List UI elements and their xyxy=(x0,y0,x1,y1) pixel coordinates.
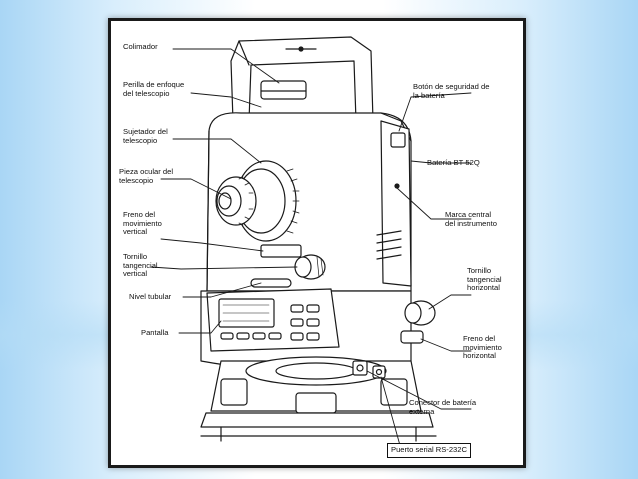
label-tornillo-horizontal: Tornillo tangencial horizontal xyxy=(467,266,502,293)
external-battery-connector-shape xyxy=(352,360,368,376)
horizontal-clamp-shape xyxy=(400,330,424,344)
label-bateria: Batería BT-52Q xyxy=(427,158,480,167)
label-puerto-serial: Puerto serial RS-232C xyxy=(387,443,471,458)
label-pantalla: Pantalla xyxy=(141,328,169,337)
keypad-shape xyxy=(220,304,320,341)
label-boton-seguridad: Botón de seguridad de la batería xyxy=(413,82,490,100)
label-marca-central: Marca central del instrumento xyxy=(445,210,497,228)
leader-lines xyxy=(150,48,472,450)
vertical-clamp-shape xyxy=(260,244,302,258)
label-pieza-ocular: Pieza ocular del telescopio xyxy=(119,167,174,185)
label-tornillo-vertical: Tornillo tangencial vertical xyxy=(123,252,158,279)
battery-shape xyxy=(380,120,412,287)
label-nivel-tubular: Nivel tubular xyxy=(129,292,172,301)
label-freno-vertical: Freno del movimiento vertical xyxy=(123,210,162,237)
label-perilla-enfoque: Perilla de enfoque del telescopio xyxy=(123,80,185,98)
total-station-illustration xyxy=(150,36,472,450)
tubular-level-shape xyxy=(250,278,292,288)
diagram-frame: Colimador Perilla de enfoque del telesco… xyxy=(108,18,526,468)
collimator-shape xyxy=(260,80,307,100)
label-colimador: Colimador xyxy=(123,42,158,51)
label-conector-bateria: Conector de batería externa xyxy=(409,398,477,416)
serial-port-shape xyxy=(372,365,386,379)
label-sujetador: Sujetador del telescopio xyxy=(123,127,168,145)
label-freno-horizontal: Freno del movimiento horizontal xyxy=(463,334,502,361)
